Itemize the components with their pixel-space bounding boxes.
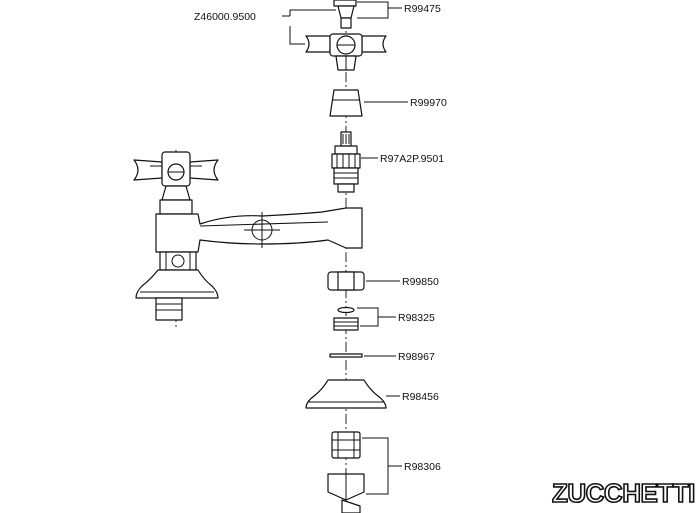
label-r99970: R99970 — [410, 97, 447, 109]
label-r99475: R99475 — [404, 3, 441, 15]
label-r98325: R98325 — [398, 312, 435, 324]
cap-button-part — [333, 0, 357, 29]
leader-r98306 — [362, 437, 389, 495]
gasket-part — [329, 353, 363, 358]
leader-screw — [289, 9, 336, 16]
cone-cover-part — [329, 89, 363, 117]
leader-r98325 — [357, 307, 379, 327]
flange-part — [305, 379, 387, 409]
leader-r99475 — [357, 1, 389, 19]
label-r98456: R98456 — [402, 391, 439, 403]
cross-handle-part — [305, 33, 387, 71]
label-r97a2p: R97A2P.9501 — [380, 153, 444, 165]
cartridge-part — [331, 131, 361, 193]
label-r98967: R98967 — [398, 351, 435, 363]
label-r98306: R98306 — [404, 461, 441, 473]
label-z46000: Z46000.9500 — [194, 11, 256, 23]
nut-part — [327, 271, 365, 291]
fixing-set-part — [327, 431, 365, 513]
assembled-tap — [133, 151, 363, 321]
washer-ring-part — [333, 306, 359, 331]
label-r99850: R99850 — [402, 276, 439, 288]
brand-logo: ZUCCHETTI — [552, 478, 695, 508]
